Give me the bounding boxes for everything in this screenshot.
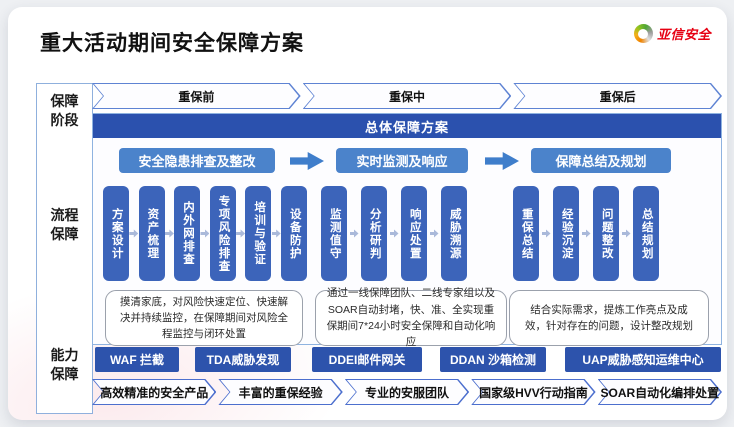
phase-arrow-during: 重保中 <box>303 83 512 109</box>
strength-arrow-team: 专业的安服团队 <box>345 379 469 405</box>
step-arrow-icon <box>200 229 210 238</box>
capability-tda: TDA威胁发现 <box>195 347 291 372</box>
step-pill: 响应处置 <box>401 186 427 281</box>
step-arrow-icon <box>541 229 551 238</box>
step-pill: 威胁溯源 <box>441 186 467 281</box>
step-pill: 重保总结 <box>513 186 539 281</box>
step-pill: 问题整改 <box>593 186 619 281</box>
overall-plan-title: 总体保障方案 <box>93 114 721 138</box>
phase-label: 重保前 <box>178 89 215 104</box>
step-arrow-icon <box>349 229 359 238</box>
strength-label: 高效精准的安全产品 <box>100 385 209 400</box>
brand-logo-text: 亚信安全 <box>656 27 711 42</box>
step-arrow-icon <box>389 229 399 238</box>
strength-label: 专业的安服团队 <box>365 385 450 400</box>
row-label-phase: 保障阶段 <box>50 93 79 128</box>
step-arrow-icon <box>164 229 174 238</box>
phase-row: 重保前 重保中 重保后 <box>92 83 722 109</box>
stage-description-during: 通过一线保障团队、二线专家组以及SOAR自动封堵，快、准、全实现重保期间7*24… <box>315 287 507 348</box>
page-title: 重大活动期间安全保障方案 <box>40 32 304 55</box>
slide-card: 重大活动期间安全保障方案 亚信安全 保障阶段 流程保障 能力保障 重保前 重保中… <box>8 7 727 420</box>
step-pill: 专项风险排查 <box>209 186 236 281</box>
row-label-process: 流程保障 <box>50 207 79 242</box>
step-pill: 资产梳理 <box>138 186 165 281</box>
step-arrow-icon <box>129 229 139 238</box>
stage-button-inspection: 安全隐患排查及整改 <box>119 148 275 173</box>
step-pill: 经验沉淀 <box>553 186 579 281</box>
phase-label: 重保后 <box>599 89 636 104</box>
strength-arrow-soar: SOAR自动化编排处置 <box>598 379 722 405</box>
phase-arrow-before: 重保前 <box>92 83 301 109</box>
step-arrow-icon <box>581 229 591 238</box>
step-pill: 分析研判 <box>361 186 387 281</box>
step-pill: 总结规划 <box>633 186 659 281</box>
flow-arrow-icon <box>485 152 519 170</box>
step-pill: 方案设计 <box>103 186 129 281</box>
phase-label: 重保中 <box>389 89 426 104</box>
phase-arrow-after: 重保后 <box>513 83 722 109</box>
step-arrow-icon <box>429 229 439 238</box>
row-label-column: 保障阶段 流程保障 能力保障 <box>36 83 93 414</box>
brand-logo: 亚信安全 <box>633 24 711 43</box>
step-pill: 内外网排查 <box>174 186 201 281</box>
steps-group-after: 重保总结 经验沉淀 问题整改 总结规划 <box>513 186 659 281</box>
overall-plan-box: 总体保障方案 安全隐患排查及整改 实时监测及响应 保障总结及规划 方案设计 资产… <box>92 113 722 348</box>
stage-description-before: 摸清家底，对风险快速定位、快速解决并持续监控，在保障期间对风险全程监控与闭环处置 <box>105 290 303 346</box>
step-arrow-icon <box>271 229 281 238</box>
asiainfo-logo-icon <box>633 24 653 43</box>
step-arrow-icon <box>621 229 631 238</box>
capability-uap: UAP威胁感知运维中心 <box>565 347 721 372</box>
strength-arrow-hvv: 国家级HVV行动指南 <box>471 379 595 405</box>
capability-ddan: DDAN 沙箱检测 <box>440 347 546 372</box>
capability-ddei: DDEI邮件网关 <box>312 347 422 372</box>
stage-button-summary: 保障总结及规划 <box>531 148 671 173</box>
stage-description-after: 结合实际需求，提炼工作亮点及成效，针对存在的问题，设计整改规划 <box>509 290 709 346</box>
strength-label: 国家级HVV行动指南 <box>479 385 588 400</box>
step-pill: 监测值守 <box>321 186 347 281</box>
strengths-row: 高效精准的安全产品 丰富的重保经验 专业的安服团队 国家级HVV行动指南 SOA… <box>92 379 722 405</box>
steps-group-before: 方案设计 资产梳理 内外网排查 专项风险排查 培训与验证 设备防护 <box>103 186 307 281</box>
capability-waf: WAF 拦截 <box>95 347 179 372</box>
strength-arrow-experience: 丰富的重保经验 <box>218 379 342 405</box>
strength-label: SOAR自动化编排处置 <box>600 385 720 400</box>
step-pill: 设备防护 <box>280 186 307 281</box>
strength-arrow-products: 高效精准的安全产品 <box>92 379 216 405</box>
step-arrow-icon <box>236 229 246 238</box>
stage-button-monitoring: 实时监测及响应 <box>336 148 468 173</box>
step-pill: 培训与验证 <box>245 186 272 281</box>
strength-label: 丰富的重保经验 <box>238 385 323 400</box>
steps-group-during: 监测值守 分析研判 响应处置 威胁溯源 <box>321 186 467 281</box>
row-label-capability: 能力保障 <box>50 347 79 382</box>
flow-arrow-icon <box>290 152 324 170</box>
